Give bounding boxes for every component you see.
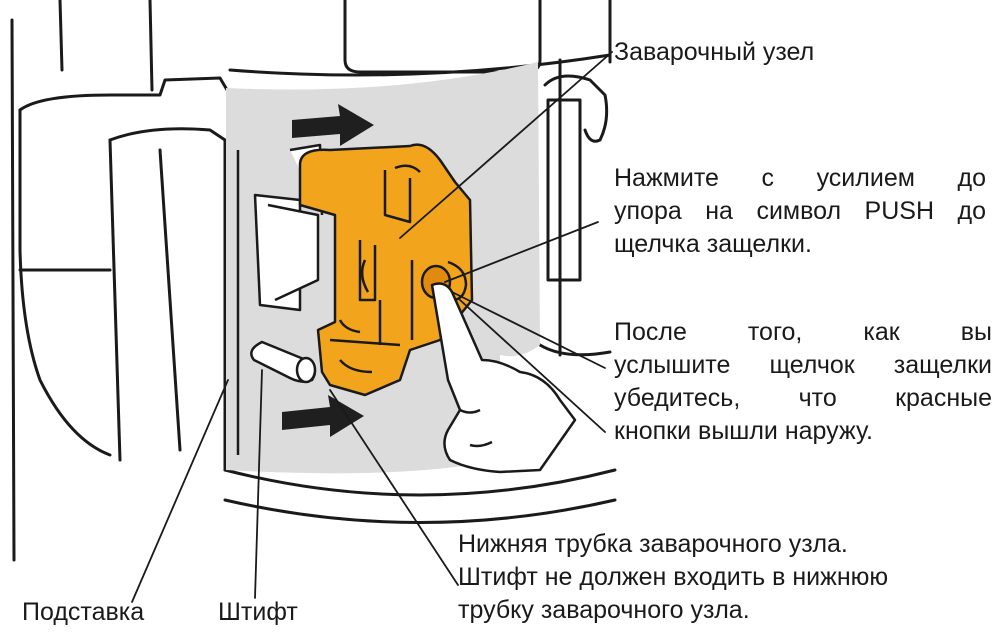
press-push-line-1: Нажмите с усилием до: [614, 164, 986, 192]
lower-tube-line-1: Нижняя трубка заварочного узла.: [458, 530, 848, 558]
label-after-click: После того, как вы услышите щелчок защел…: [614, 316, 992, 448]
lower-tube-line-3: трубку заварочного узла.: [458, 596, 750, 624]
label-lower-tube: Нижняя трубка заварочного узла. Штифт не…: [458, 528, 948, 627]
lower-tube-line-2: Штифт не должен входить в нижнюю: [458, 563, 889, 591]
after-click-line-4: кнопки вышли наружу.: [614, 417, 873, 445]
after-click-line-3: убедитесь, что красные: [614, 384, 992, 412]
top-arrow-icon: [292, 104, 374, 146]
brew-unit-shape: [298, 143, 474, 397]
after-click-line-1: После того, как вы: [614, 318, 992, 346]
press-push-line-3: щелчка защелки.: [614, 230, 812, 258]
label-brew-unit: Заварочный узел: [614, 38, 815, 66]
leader-lines: [131, 51, 613, 603]
push-arrows: [282, 104, 374, 437]
bottom-arrow-icon: [282, 395, 364, 437]
machine-body: [10, 0, 617, 562]
after-click-line-2: услышите щелчок защелки: [614, 351, 992, 379]
press-push-line-2: упора на символ PUSH до: [614, 197, 986, 225]
label-stand: Подставка: [22, 598, 145, 626]
pin-shape: [250, 340, 317, 384]
label-pin: Штифт: [218, 598, 298, 626]
label-press-push: Нажмите с усилием до упора на символ PUS…: [614, 162, 986, 261]
